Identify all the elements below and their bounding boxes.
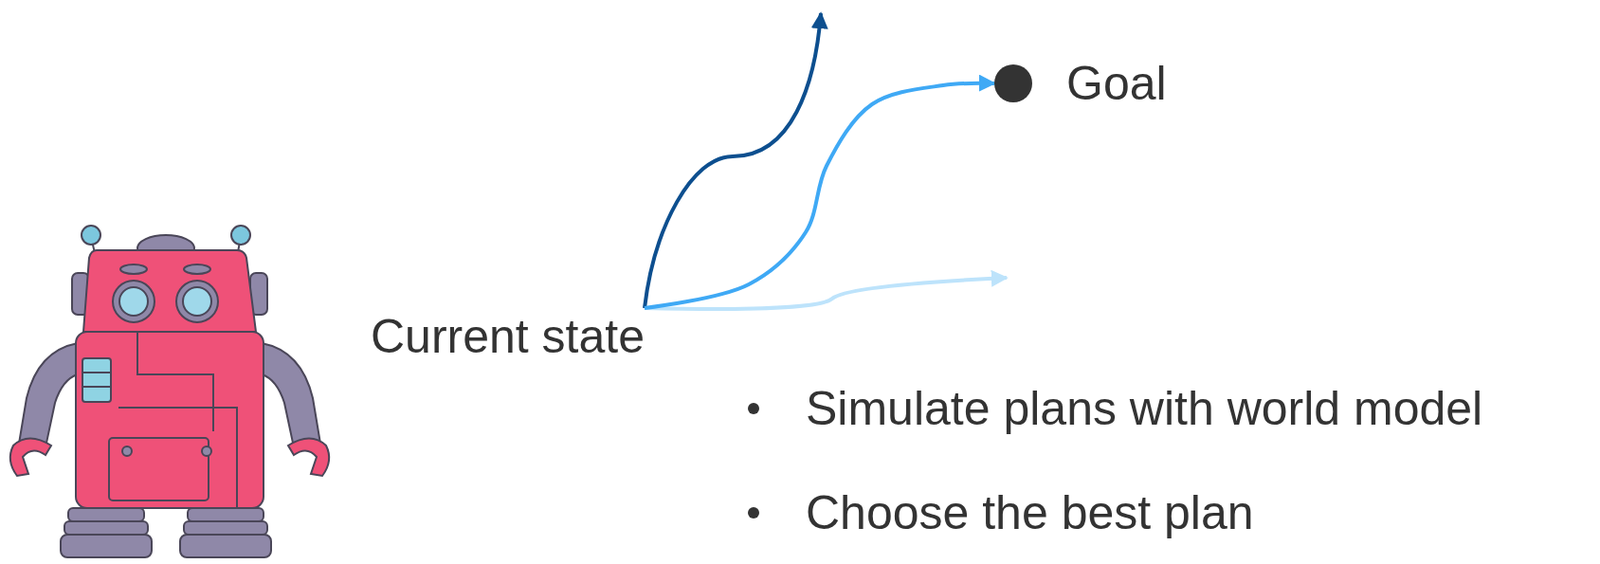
state-label: Current state <box>370 308 645 365</box>
robot-foot <box>183 521 268 535</box>
robot-hand <box>10 438 52 477</box>
bullet-dot <box>747 402 760 415</box>
robot-button <box>201 446 212 456</box>
robot-foot <box>187 508 264 522</box>
robot-pocket <box>109 437 209 501</box>
robot-arm <box>18 343 78 448</box>
goal-dot <box>994 64 1033 103</box>
robot-antenna-ball <box>231 225 251 245</box>
robot-eye <box>119 287 148 316</box>
node-text: Current state <box>370 308 645 365</box>
robot-foot <box>68 508 145 522</box>
plan-arrow <box>644 277 1007 310</box>
robot-antenna-ball <box>81 225 101 245</box>
robot-foot <box>180 534 272 558</box>
bullet-text: Choose the best plan <box>805 484 1255 542</box>
goal-point: Goal <box>994 54 1167 112</box>
robot-brow <box>120 264 147 274</box>
node-text: Goal <box>1066 54 1167 112</box>
bullet-text: Simulate plans with world model <box>805 380 1483 437</box>
plan-arrow <box>644 13 821 309</box>
robot-arm <box>261 343 321 448</box>
robot-panel-line <box>82 371 111 374</box>
robot-eye <box>182 287 212 316</box>
robot-foot <box>64 521 148 535</box>
robot-head <box>83 250 256 332</box>
robot-button <box>122 446 132 456</box>
goal-dot <box>994 54 1033 112</box>
robot-foot <box>60 534 152 558</box>
robot-hand <box>288 438 329 477</box>
robot-eye <box>176 280 219 323</box>
robot-panel <box>82 358 111 402</box>
bullet-dot <box>747 507 760 519</box>
robot-panel-line <box>82 385 111 388</box>
robot-body <box>75 331 264 509</box>
robot-illustration <box>10 225 329 558</box>
plan-arrow <box>644 83 995 309</box>
robot-brow <box>183 264 211 274</box>
robot-eye <box>112 280 155 323</box>
